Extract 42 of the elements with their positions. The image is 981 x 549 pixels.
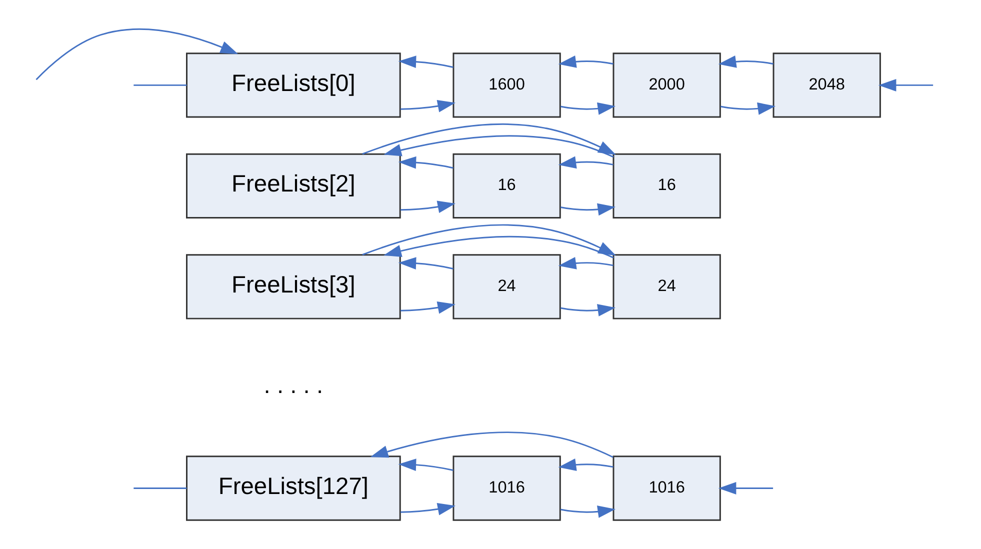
label: . . . . .	[264, 373, 324, 400]
node-box: FreeLists[0]	[186, 52, 401, 118]
arrow	[878, 78, 934, 92]
arrow	[560, 102, 616, 115]
node-box: 2000	[612, 52, 721, 118]
arrow	[370, 432, 614, 458]
node-box: 2048	[772, 52, 881, 118]
node-box: 16	[612, 153, 721, 219]
node-box: 24	[612, 254, 721, 320]
arrow	[560, 203, 616, 216]
arrow	[718, 482, 774, 494]
arrow	[398, 458, 454, 472]
arrow	[384, 236, 614, 258]
arrow	[718, 56, 774, 68]
arrow	[384, 135, 614, 158]
arrow	[362, 123, 616, 155]
arrow	[398, 56, 454, 68]
node-box: 1016	[452, 456, 561, 521]
node-box: 16	[452, 153, 561, 219]
arrow	[398, 257, 454, 270]
arrow	[400, 200, 456, 213]
node-box: 1600	[452, 52, 561, 118]
node-box: 1016	[612, 456, 721, 521]
node-box: FreeLists[2]	[186, 153, 401, 219]
arrow	[36, 28, 238, 80]
arrow	[720, 102, 776, 115]
arrow	[560, 506, 616, 518]
arrow	[560, 304, 616, 316]
node-box: FreeLists[127]	[186, 456, 401, 521]
arrow	[558, 156, 614, 169]
arrow	[398, 156, 454, 169]
connector	[134, 487, 187, 489]
node-box: 24	[452, 254, 561, 320]
arrow	[558, 458, 614, 471]
arrow	[400, 100, 456, 112]
arrow	[400, 503, 456, 516]
arrow	[558, 56, 614, 68]
node-box: FreeLists[3]	[186, 254, 401, 320]
arrow	[558, 257, 614, 270]
arrow	[400, 301, 456, 314]
arrow	[362, 224, 616, 256]
connector	[134, 84, 187, 86]
